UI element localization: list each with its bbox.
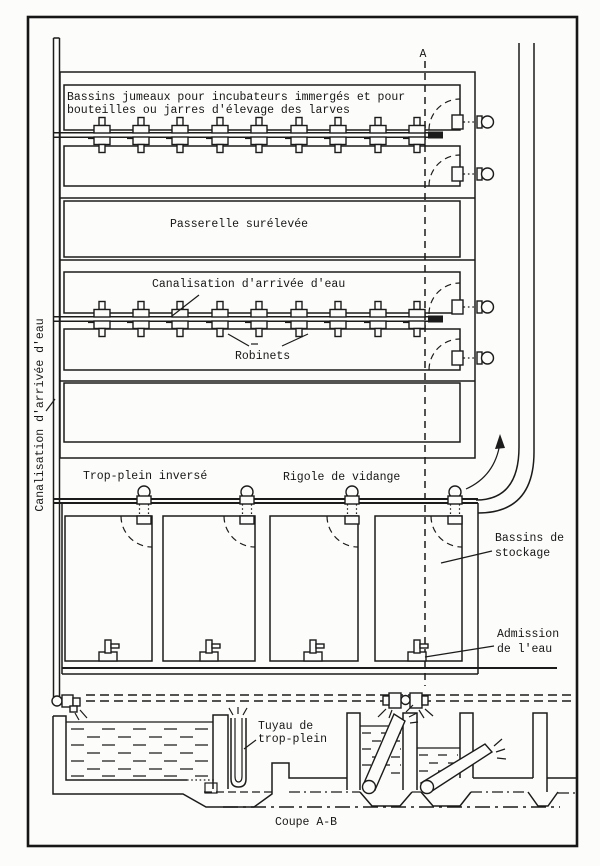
cross-section: Tuyau de trop-plein Coupe A-B [52,704,576,829]
inverted-overflow-label: Trop-plein inversé [83,470,207,483]
leader-line [424,645,495,658]
section-line-a: A [420,48,427,686]
main-enclosure [59,71,476,459]
left-faucet [51,694,88,721]
leader-line [281,333,309,347]
overflow-pipe-label-line2: trop-plein [258,733,327,746]
section-line-a-label: A [420,48,427,61]
diagonal-overflow-pipe-1 [361,704,419,795]
drain-box [204,782,218,794]
tap-row-1 [87,116,426,154]
cross-section-caption: Coupe A-B [275,816,337,829]
wall-column [459,712,474,778]
page-frame [26,15,579,848]
water-texture [71,728,209,777]
bottom-supply-pipe [51,692,572,721]
tap-row-2 [87,300,426,338]
water-inlet-tap [199,639,221,662]
twin-basin-unit-2: Canalisation d'arrivée d'eau Robinets [53,271,495,371]
water-inlet-label-line1: Admission [497,628,559,641]
drain-channel-label: Rigole de vidange [283,471,400,484]
flow-arrow [465,442,501,490]
leader-line [45,398,56,412]
twin-basins-label-line1: Bassins jumeaux pour incubateurs immergé… [67,91,405,104]
storage-basins-label-line1: Bassins de [495,532,564,545]
left-supply-pipe-label: Canalisation d'arrivée d'eau [34,318,56,512]
right-supply-pipe [465,43,535,514]
double-faucet [377,692,434,719]
basin-outlet [451,299,495,315]
taps-label: Robinets [235,350,290,363]
overflow-standpipe-section [228,707,248,788]
leader-line [171,294,200,317]
inverted-overflow-standpipe [447,485,463,525]
leader-line [440,550,493,564]
water-texture [419,754,458,772]
twin-basin-unit-1: Bassins jumeaux pour incubateurs immergé… [53,84,495,187]
feed-pipe-2-cap [428,315,443,323]
storage-basin-1 [64,515,153,662]
water-inlet-label-line2: de l'eau [497,643,552,656]
walkway: Passerelle surélevée [63,200,461,258]
storage-basins-label-line2: stockage [495,547,550,560]
water-inlet-tap [303,639,325,662]
diagonal-overflow-pipe-2 [419,738,507,795]
ground-dashdot [289,791,576,794]
basin-outlet [451,114,495,130]
overflow-pipe-label-line1: Tuyau de [258,720,313,733]
flow-arrow-head [495,434,505,449]
basin-outlet [451,166,495,182]
wall-column [532,712,548,792]
leader-line [227,333,250,347]
wall-column [346,712,361,790]
feed-pipe-1-cap [428,131,443,139]
twin-basins-label-line2: bouteilles ou jarres d'élevage des larve… [67,104,350,117]
inverted-overflow-standpipe [136,485,152,525]
basin-outlet [451,350,495,366]
supply-pipe-vertical-label: Canalisation d'arrivée d'eau [34,318,47,511]
inverted-overflow-standpipe [239,485,255,525]
supply-pipe-horizontal-label: Canalisation d'arrivée d'eau [152,278,345,291]
storage-basin-2 [162,515,256,662]
storage-basin-4 [374,515,463,662]
storage-section: Trop-plein inversé Rigole de vidange Bas… [53,470,564,675]
inverted-overflow-standpipe [344,485,360,525]
wall-column [402,712,418,790]
leader-line [243,739,257,750]
drain-channel-rect [63,382,461,443]
water-inlet-tap [98,639,120,662]
walkway-label: Passerelle surélevée [170,218,308,231]
storage-basin-3 [269,515,359,662]
basin-right-wall [212,714,229,789]
